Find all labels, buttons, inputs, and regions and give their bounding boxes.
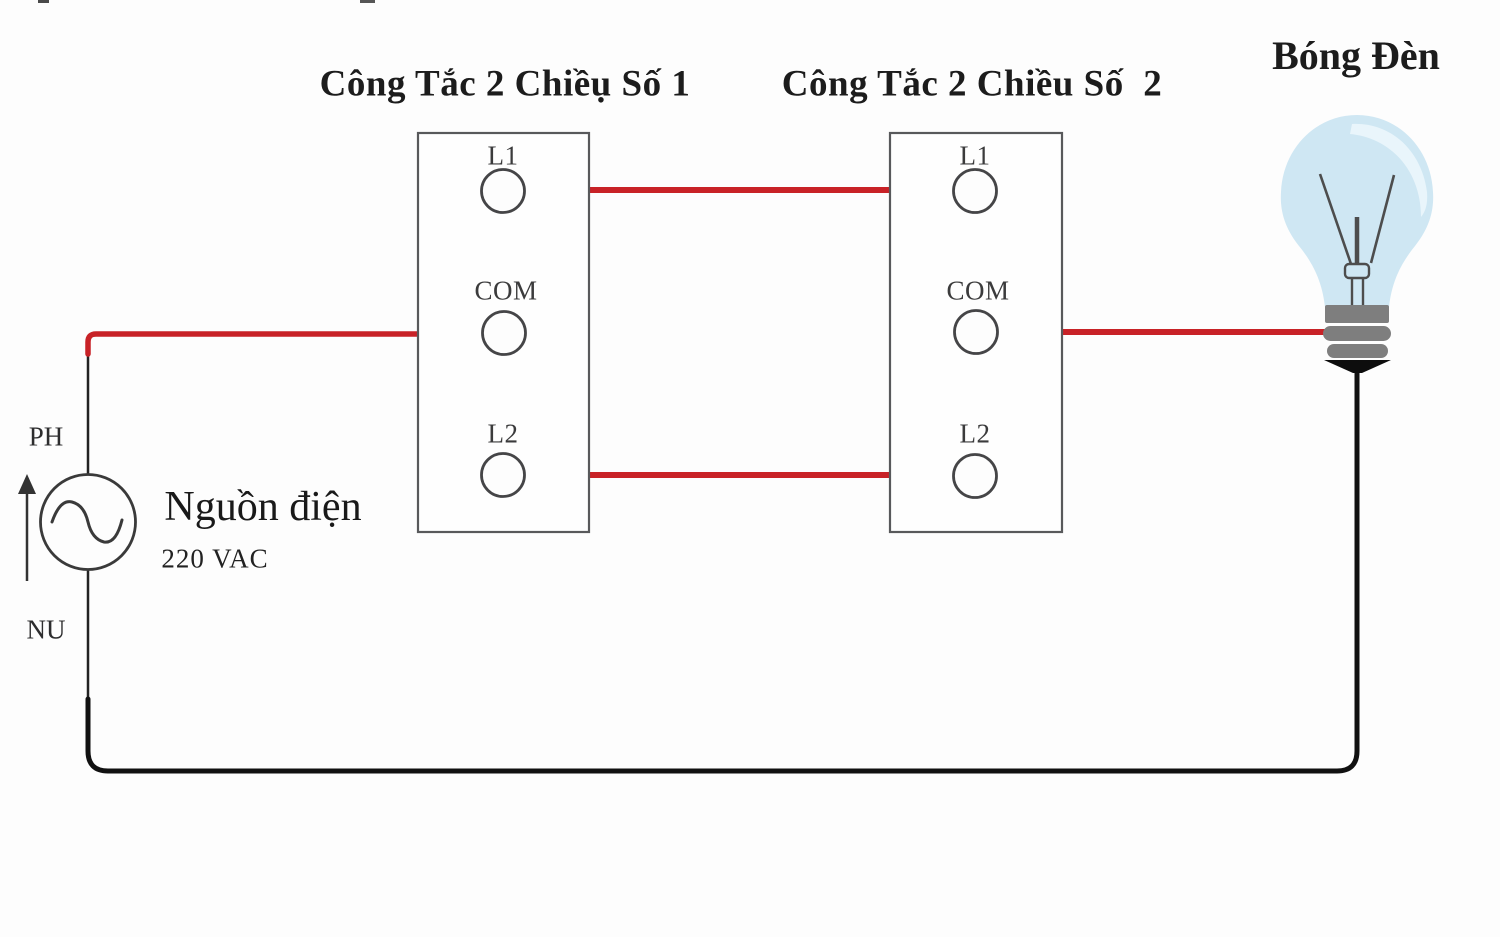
switch2-com-label: COM — [946, 275, 1010, 306]
sine-wave-icon — [50, 500, 124, 544]
neutral-label: NU — [26, 614, 66, 645]
switch1-terminal-com — [481, 310, 527, 356]
filament-wire-left — [1318, 173, 1353, 265]
cropped-text-artifact — [360, 0, 375, 3]
bulb-highlight — [1350, 123, 1428, 217]
arrow-head — [18, 474, 36, 494]
ac-source-icon — [39, 473, 137, 571]
switch2-l1-label: L1 — [959, 140, 991, 171]
filament-wire-right — [1369, 174, 1396, 264]
source-name: Nguồn điện — [164, 484, 362, 530]
live-wire-source-to-sw1-com — [85, 331, 486, 357]
bulb-glass — [1280, 115, 1434, 307]
switch2-terminal-com — [953, 309, 999, 355]
cropped-text-artifact — [38, 0, 49, 3]
switch2-l2-label: L2 — [959, 418, 991, 449]
switch1-terminal-l2 — [480, 452, 526, 498]
switch2-terminal-l1 — [952, 168, 998, 214]
screw-base-band-2 — [1323, 326, 1391, 341]
screw-base-band-3 — [1327, 344, 1388, 358]
switch2-terminal-l2 — [952, 453, 998, 499]
bulb-contact-tip — [1324, 360, 1391, 373]
switch1-l2-label: L2 — [487, 418, 519, 449]
screw-base-band-1 — [1325, 305, 1389, 323]
up-arrow-icon — [18, 474, 36, 581]
filament-holder — [1343, 262, 1371, 280]
switch1-title: Công Tắc 2 Chiềụ Số 1 — [319, 63, 691, 105]
source-voltage: 220 VAC — [161, 543, 269, 574]
light-bulb-icon — [1280, 115, 1434, 373]
bulb-title: Bóng Đèn — [1272, 33, 1440, 78]
switch1-terminal-l1 — [480, 168, 526, 214]
switch1-l1-label: L1 — [487, 140, 519, 171]
switch2-title: Công Tắc 2 Chiều Số 2 — [781, 63, 1163, 105]
neutral-wire-run — [85, 368, 1360, 774]
switch1-com-label: COM — [474, 275, 538, 306]
phase-label: PH — [28, 421, 64, 452]
